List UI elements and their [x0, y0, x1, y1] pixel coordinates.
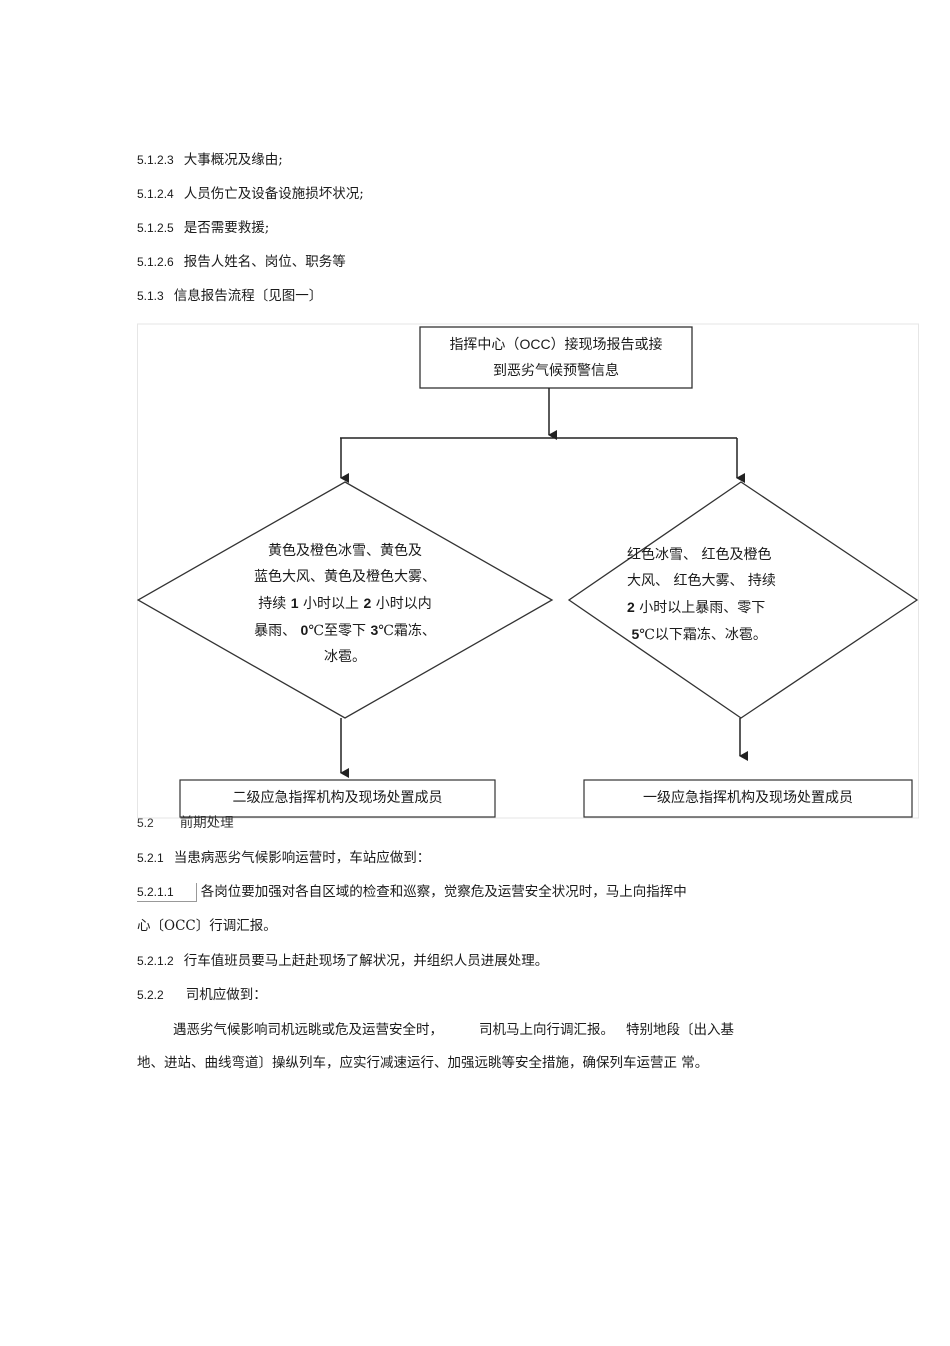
right-diamond: [567, 481, 919, 719]
item-text: 报告人姓名、岗位、职务等: [183, 254, 346, 270]
item-5-1-3: 5.1.3 信息报告流程〔见图一〕: [137, 287, 322, 305]
item-5-1-2-6: 5.1.2.6 报告人姓名、岗位、职务等: [137, 253, 346, 271]
para-number: 5.2.2: [137, 988, 164, 1002]
left-diamond-text: 黄色及橙色冰雪、黄色及 蓝色大风、黄色及橙色大雾、 持续 1 小时以上 2 小时…: [254, 543, 436, 665]
para-5-2-1: 5.2.1 当患病恶劣气候影响运营时，车站应做到：: [137, 849, 430, 867]
driver-para-line-2: 地、进站、曲线弯道〕操纵列车，应实行减速运行、加强远眺等安全措施，确保列车运营正…: [137, 1055, 709, 1071]
item-text: 人员伤亡及设备设施损坏状况;: [183, 186, 364, 202]
section-5-2: 5.2 前期处理: [137, 814, 234, 832]
para-text: 行车值班员要马上赶赴现场了解状况，并组织人员进展处理。: [183, 953, 549, 969]
right-result-box: 一级应急指挥机构及现场处置成员: [643, 790, 853, 806]
item-text: 大事概况及缘由;: [183, 152, 283, 168]
item-5-1-2-3: 5.1.2.3 大事概况及缘由;: [137, 151, 283, 169]
para-5-2-1-2: 5.2.1.2 行车值班员要马上赶赴现场了解状况，并组织人员进展处理。: [137, 952, 548, 970]
section-title: 前期处理: [179, 815, 234, 831]
para-number: 5.2.1: [137, 851, 164, 865]
item-number: 5.1.2.6: [137, 255, 174, 269]
para-5-2-1-1-cont: 心〔OCC〕行调汇报。: [137, 918, 277, 934]
item-text: 信息报告流程〔见图一〕: [173, 288, 323, 304]
start-box-text: 指挥中心（OCC）接现场报告或接 到恶劣气候预警信息: [449, 336, 663, 379]
section-number: 5.2: [137, 816, 154, 830]
left-diamond: [137, 481, 554, 719]
item-5-1-2-4: 5.1.2.4 人员伤亡及设备设施损坏状况;: [137, 185, 364, 203]
item-5-1-2-5: 5.1.2.5 是否需要救援;: [137, 219, 269, 237]
flowchart: 指挥中心（OCC）接现场报告或接 到恶劣气候预警信息 黄色及橙色冰雪、黄色及 蓝…: [137, 323, 919, 819]
para-number: 5.2.1.2: [137, 954, 174, 968]
item-number: 5.1.3: [137, 289, 164, 303]
para-5-2-2: 5.2.2 司机应做到：: [137, 986, 267, 1004]
figure-frame: [137, 323, 919, 819]
para-text: 司机应做到：: [185, 987, 267, 1003]
item-number: 5.1.2.5: [137, 221, 174, 235]
para-text: 各岗位要加强对各自区域的检查和巡察，觉察危及运营安全状况时，马上向指挥中: [200, 884, 687, 900]
item-number: 5.1.2.3: [137, 153, 174, 167]
item-number: 5.1.2.4: [137, 187, 174, 201]
para-number: 5.2.1.1: [137, 883, 197, 902]
left-box-outline: [179, 779, 496, 818]
start-box-outline: [419, 326, 693, 389]
right-diamond-text: 红色冰雪、 红色及橙色 大风、 红色大雾、 持续 2 小时以上暴雨、零下 5℃以…: [627, 547, 776, 643]
right-box-outline: [583, 779, 913, 818]
para-text: 当患病恶劣气候影响运营时，车站应做到：: [173, 850, 431, 866]
item-text: 是否需要救援;: [183, 220, 270, 236]
driver-para-line-1: 遇恶劣气候影响司机远眺或危及运营安全时，司机马上向行调汇报。特别地段〔出入基: [173, 1022, 734, 1038]
flowchart-graphics: [137, 323, 919, 819]
left-result-box: 二级应急指挥机构及现场处置成员: [232, 790, 443, 806]
